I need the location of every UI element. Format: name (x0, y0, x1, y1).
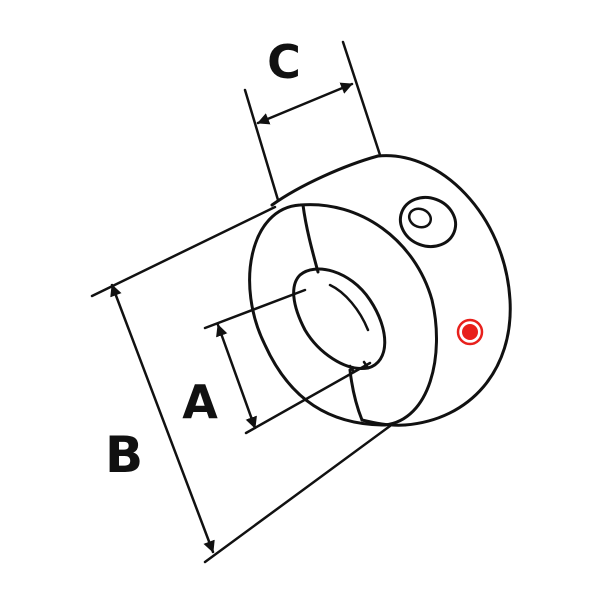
dimension-c-extension-right (341, 40, 382, 157)
dimension-a: A (182, 288, 372, 435)
dimension-c: C (243, 35, 382, 202)
collar-body (248, 154, 512, 427)
dimension-c-extension-left (243, 88, 280, 202)
dimension-b-extension-bottom (203, 424, 392, 564)
collar-bore-depth (328, 283, 370, 332)
collar-bore (292, 267, 387, 370)
collar-split-line-lower (348, 368, 364, 422)
dimension-b: B (90, 205, 392, 564)
dimension-a-arrow (216, 323, 257, 430)
dimension-b-arrow (110, 283, 215, 554)
collar-split-line (301, 203, 320, 274)
dimension-a-extension-top (203, 288, 307, 330)
collar-front-face (248, 203, 439, 427)
clamp-screw-head (407, 207, 433, 229)
dimension-a-extension-bottom (244, 361, 372, 435)
collar-top-edge (270, 154, 380, 207)
dimension-c-arrow (256, 82, 354, 125)
dimension-a-label: A (182, 375, 218, 429)
dimension-b-label: B (105, 426, 143, 484)
dimension-b-extension-top (90, 205, 277, 298)
clamp-screw-hole (398, 195, 458, 249)
collar-back-face (376, 154, 512, 427)
red-marker-dot (456, 318, 484, 346)
dimension-c-label: C (267, 35, 301, 89)
